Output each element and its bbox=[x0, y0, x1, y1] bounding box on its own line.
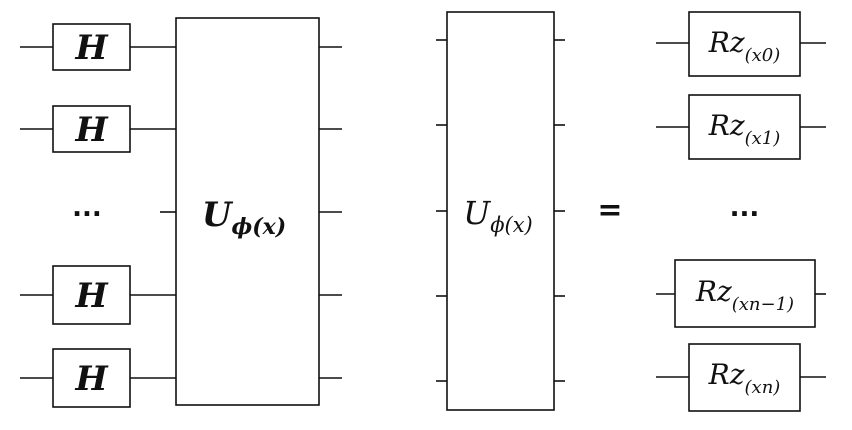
ellipsis: ... bbox=[730, 193, 760, 223]
unitary-block-label: Uϕ(x) bbox=[202, 195, 286, 240]
rz-gate bbox=[674, 259, 816, 328]
hadamard-gate bbox=[52, 105, 131, 153]
unitary-definition: Uϕ(x) = bbox=[436, 11, 623, 411]
unitary-block bbox=[446, 11, 555, 411]
rz-gate-label: Rz(xn) bbox=[708, 358, 781, 398]
hadamard-gate-label: H bbox=[74, 28, 109, 68]
unitary-block-label: Uϕ(x) bbox=[463, 194, 533, 237]
rz-gate-column: Rz(x0) Rz(x1) ... Rz(xn−1) Rz(xn) bbox=[656, 11, 826, 412]
rz-gate bbox=[688, 343, 801, 412]
hadamard-gate-label: H bbox=[74, 276, 109, 316]
rz-gate-label: Rz(x0) bbox=[708, 26, 781, 66]
hadamard-gate-label: H bbox=[74, 359, 109, 399]
unitary-block bbox=[175, 17, 320, 406]
rz-gate bbox=[688, 94, 801, 160]
ellipsis: ... bbox=[72, 193, 102, 223]
rz-gate bbox=[688, 11, 801, 77]
rz-gate-label: Rz(x1) bbox=[708, 109, 781, 149]
equals-sign: = bbox=[597, 193, 622, 228]
hadamard-gate-label: H bbox=[74, 110, 109, 150]
hadamard-gate bbox=[52, 23, 131, 71]
rz-gate-label: Rz(xn−1) bbox=[695, 275, 794, 315]
hadamard-gate bbox=[52, 348, 131, 408]
left-circuit: H H ... H H Uϕ(x) bbox=[20, 17, 342, 408]
hadamard-gate bbox=[52, 265, 131, 325]
